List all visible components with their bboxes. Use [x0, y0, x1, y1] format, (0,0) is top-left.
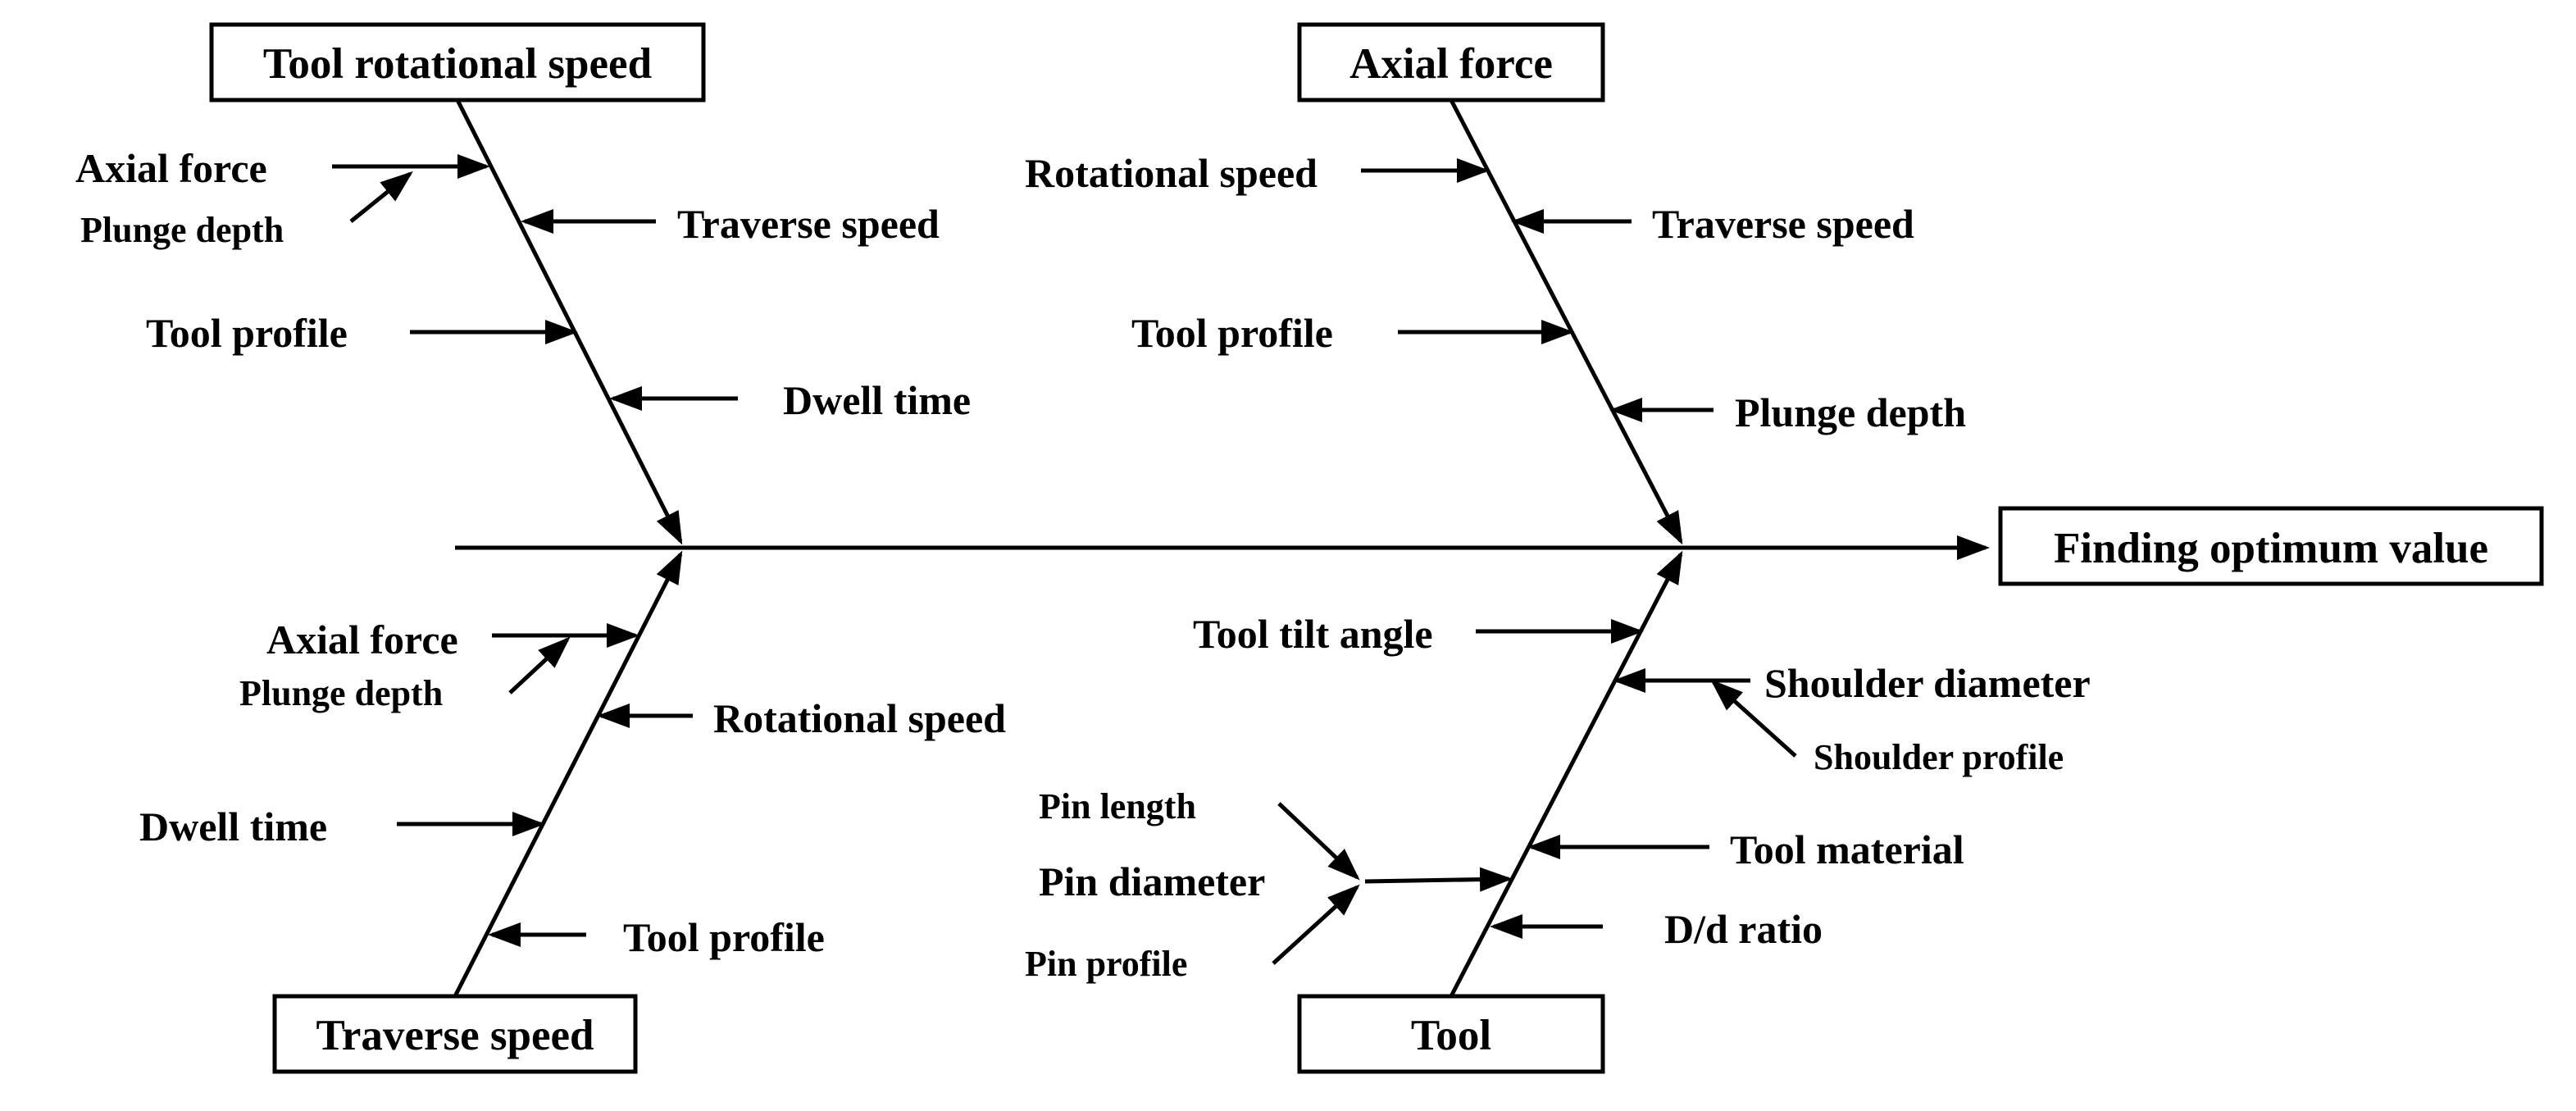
- category-title-tool: Tool: [1411, 1012, 1491, 1059]
- category-traverse-speed: Traverse speed Axial force Plunge depth …: [139, 550, 1006, 1074]
- bone-tool: [1449, 550, 1683, 998]
- cause-label: Traverse speed: [1652, 201, 1914, 247]
- sub-cause-arrow: [1277, 802, 1360, 881]
- sub-cause-label: Plunge depth: [239, 673, 443, 713]
- sub-cause-label: Pin length: [1039, 786, 1196, 826]
- effect-label: Finding optimum value: [2054, 525, 2488, 572]
- cause-label: Dwell time: [783, 377, 971, 423]
- sub-cause-arrow: [349, 171, 413, 223]
- cause-label: Dwell time: [139, 804, 327, 849]
- sub-cause-arrow: [508, 636, 571, 694]
- cause-label: Pin diameter: [1039, 858, 1265, 904]
- cause-label: Axial force: [266, 617, 458, 663]
- category-title-tool-rotational-speed: Tool rotational speed: [263, 40, 652, 88]
- cause-label: Traverse speed: [677, 201, 940, 247]
- category-axial-force: Axial force Rotational speed Traverse sp…: [1025, 22, 1966, 545]
- cause-label: Shoulder diameter: [1764, 660, 2091, 706]
- cause-label: Tool tilt angle: [1193, 611, 1433, 657]
- category-tool: Tool Tool tilt angle Shoulder diameter S…: [1025, 550, 2091, 1074]
- cause-label: Plunge depth: [1735, 389, 1966, 435]
- cause-label: Tool profile: [1131, 310, 1333, 356]
- category-tool-rotational-speed: Tool rotational speed Axial force Plunge…: [75, 22, 971, 545]
- bone-axial-force: [1449, 98, 1683, 545]
- sub-cause-arrow: [1710, 679, 1797, 758]
- cause-label: Tool material: [1730, 826, 1964, 872]
- cause-label: Tool profile: [623, 914, 825, 960]
- sub-cause-label: Plunge depth: [80, 210, 284, 250]
- cause-label: D/d ratio: [1664, 906, 1823, 952]
- cause-label: Tool profile: [146, 310, 348, 356]
- sub-cause-label: Shoulder profile: [1814, 737, 2064, 777]
- cause-arrow: [1364, 867, 1513, 892]
- sub-cause-arrow: [1272, 884, 1360, 965]
- category-title-axial-force: Axial force: [1349, 40, 1553, 88]
- effect-box: Finding optimum value: [1998, 506, 2544, 586]
- cause-label: Rotational speed: [713, 695, 1006, 741]
- cause-label: Axial force: [75, 145, 267, 191]
- bone-tool-rotational-speed: [455, 98, 683, 545]
- cause-label: Rotational speed: [1025, 150, 1318, 196]
- category-title-traverse-speed: Traverse speed: [316, 1012, 594, 1059]
- sub-cause-label: Pin profile: [1025, 944, 1187, 984]
